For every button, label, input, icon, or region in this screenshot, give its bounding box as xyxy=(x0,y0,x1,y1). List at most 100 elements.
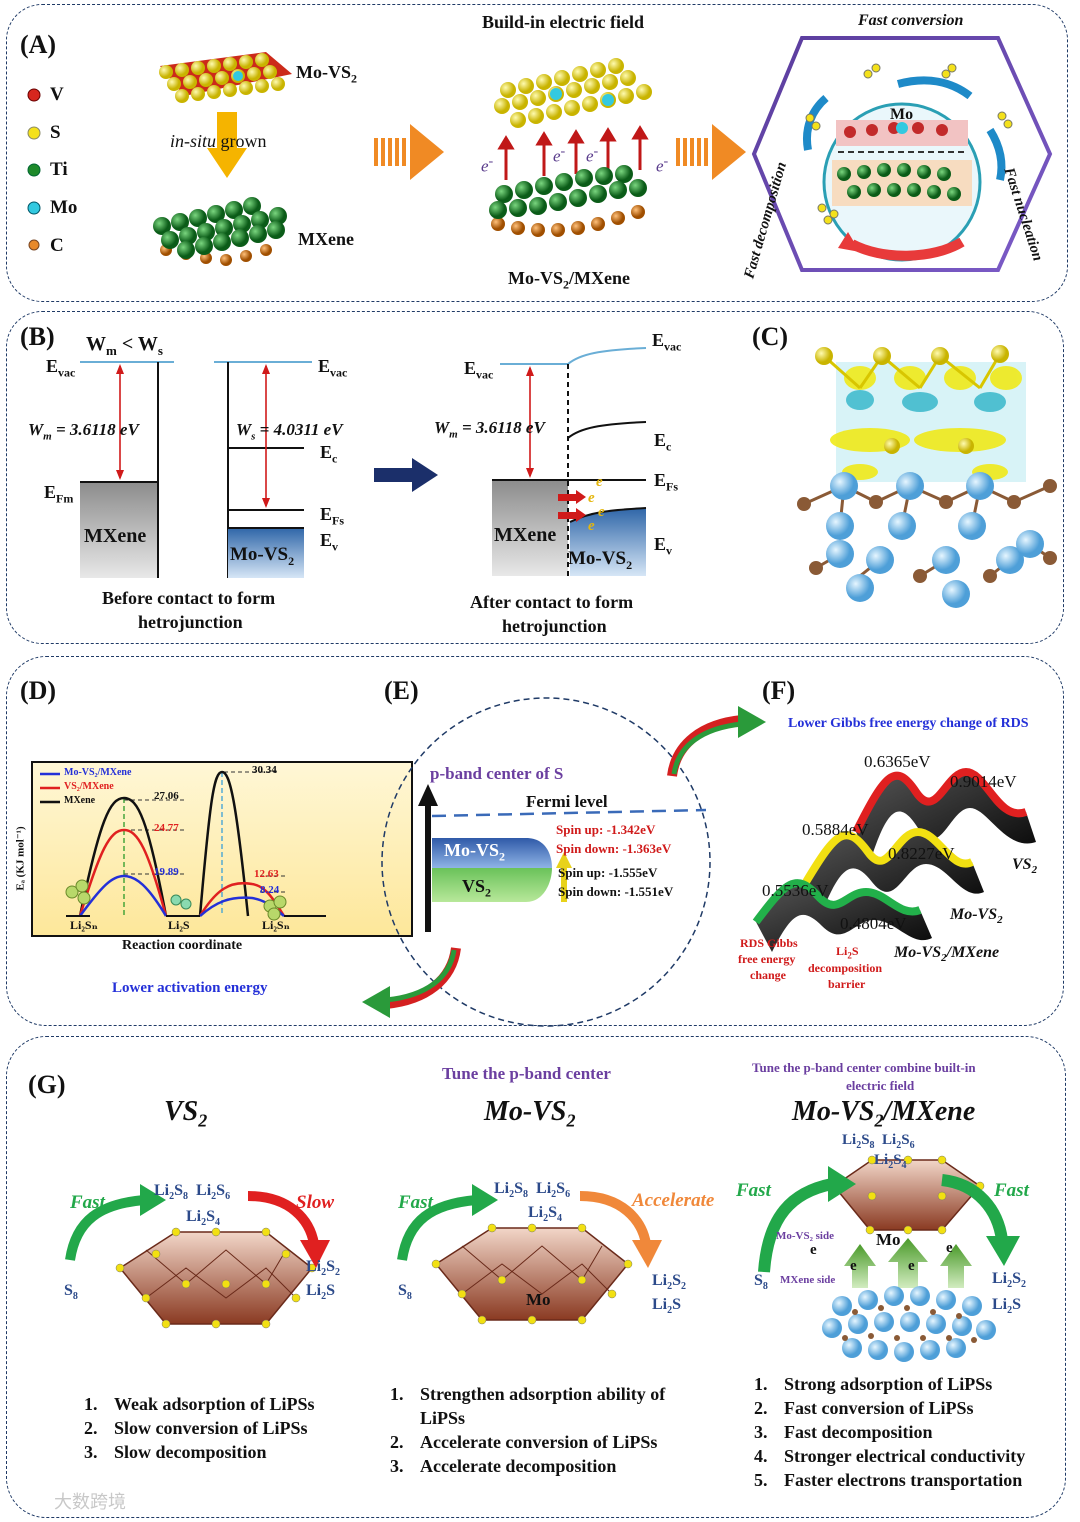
g-arrows-movs2 xyxy=(397,1184,662,1268)
list-item: 3.Slow decomposition xyxy=(84,1442,267,1462)
g-arrows-hetero xyxy=(758,1166,1020,1273)
ws-value: Ws = 4.0311 eV xyxy=(236,420,343,443)
d-tick-1: Li₂Sₙ xyxy=(70,918,98,932)
watermark: 大数跨境 xyxy=(54,1492,126,1513)
f-title: Lower Gibbs free energy change of RDS xyxy=(788,716,1029,731)
f-vs2-label: VS2 xyxy=(1012,856,1038,877)
electron-transfer-4: e xyxy=(588,518,595,534)
charge-density-illustration xyxy=(797,345,1057,608)
efs-label-2: EFs xyxy=(654,470,679,494)
curved-arrow-to-f xyxy=(667,706,766,777)
g-accelerate: Accelerate xyxy=(632,1190,715,1211)
g-electron-2: e xyxy=(850,1258,857,1274)
g-li2s4-3: Li2S4 xyxy=(874,1152,907,1171)
f-rds-label-1: RDS Gibbs xyxy=(740,936,798,950)
heterostructure-illustration xyxy=(489,58,652,237)
e-title: p-band center of S xyxy=(430,764,564,783)
d-value-4: 30.34 xyxy=(252,764,277,776)
g-li2s2-3: Li2S2 xyxy=(992,1270,1027,1291)
panel-a xyxy=(6,4,1068,302)
electron-transfer-1: e xyxy=(596,474,603,490)
list-item: 2.Fast conversion of LiPSs xyxy=(754,1398,974,1418)
gibbs-energy-ribbons xyxy=(752,767,1036,952)
mxene-block-label-1: MXene xyxy=(84,525,147,547)
electron-label-2: e- xyxy=(553,143,566,166)
pband-circle xyxy=(381,697,711,1027)
g-li2s-2: Li2S xyxy=(652,1296,682,1317)
ev-label-2: Ev xyxy=(654,534,673,558)
process-arrow-2 xyxy=(676,124,746,180)
d-value-5: 12.63 xyxy=(254,868,279,880)
f-li2s-label-3: barrier xyxy=(828,977,866,991)
g-fast-2: Fast xyxy=(398,1192,433,1213)
panel-e-label: (E) xyxy=(384,676,419,705)
f-movs2-label: Mo-VS2 xyxy=(950,906,1003,927)
g-mo-label-3: Mo xyxy=(876,1230,901,1249)
g-lips-2: Li2S8 Li2S6 xyxy=(494,1180,571,1201)
g-electron-4: e xyxy=(946,1240,953,1256)
evac-label-1: Evac xyxy=(46,356,76,380)
electron-label-4: e- xyxy=(656,153,669,176)
d-tick-3: Li₂Sₙ xyxy=(262,918,290,932)
g-list-vs2: 1.Weak adsorption of LiPSs 2.Slow conver… xyxy=(84,1392,315,1464)
f-value-1: 0.6365eV xyxy=(864,752,931,771)
list-item: 1.Weak adsorption of LiPSs xyxy=(84,1394,315,1414)
panel-f-label: (F) xyxy=(762,676,796,705)
before-caption-1: Before contact to form xyxy=(102,588,276,608)
list-item: 1.Strengthen adsorption ability of xyxy=(390,1384,666,1404)
d-x-axis-label: Reaction coordinate xyxy=(122,938,243,953)
curved-arrow-to-d xyxy=(362,947,461,1018)
movs2-crystal xyxy=(431,1223,633,1325)
wm-value-2: Wm = 3.6118 eV xyxy=(434,418,545,441)
electron-transfer-2: e xyxy=(588,490,595,506)
e-spin-up-vs2: Spin up: -1.555eV xyxy=(558,865,658,880)
e-spin-down-movs2: Spin down: -1.363eV xyxy=(556,841,672,856)
d-caption: Lower activation energy xyxy=(112,980,268,996)
fast-conversion-label: Fast conversion xyxy=(858,12,964,29)
g-li2s4-2: Li2S4 xyxy=(528,1204,563,1225)
mxene-block-label-2: MXene xyxy=(494,524,557,546)
movs2-slab-illustration xyxy=(159,52,292,103)
e-movs2-label: Mo-VS2 xyxy=(444,840,505,864)
before-caption-2: hetrojunction xyxy=(138,612,243,632)
panel-b-label: (B) xyxy=(20,322,55,351)
f-value-6: 0.4804eV xyxy=(840,914,907,933)
list-item: 2.Slow conversion of LiPSs xyxy=(84,1418,308,1438)
ec-label-2: Ec xyxy=(654,430,672,454)
g-s8-1: S8 xyxy=(64,1282,78,1303)
g-li2s2-2: Li2S2 xyxy=(652,1272,687,1293)
panel-c-label: (C) xyxy=(752,322,789,351)
movs2-block-label-2: Mo-VS2 xyxy=(568,548,633,572)
activation-energy-chart xyxy=(31,761,413,937)
d-legend-hetero: Mo-VS₂/MXene xyxy=(64,767,132,778)
after-caption-2: hetrojunction xyxy=(502,616,607,636)
efs-label-1: EFs xyxy=(320,504,345,528)
wm-value-1: Wm = 3.6118 eV xyxy=(28,420,139,443)
heterostructure-label: Mo-VS2/MXene xyxy=(508,268,630,292)
e-fermi-level: Fermi level xyxy=(526,792,608,811)
list-item: 3.Fast decomposition xyxy=(754,1422,933,1442)
g-li2s-1: Li2S xyxy=(306,1282,336,1303)
legend-s: S xyxy=(50,122,61,143)
f-value-2: 0.9014eV xyxy=(950,772,1017,791)
efm-label: EFm xyxy=(44,482,74,506)
legend-dots xyxy=(27,88,41,251)
g-list-hetero: 1.Strong adsorption of LiPSs 2.Fast conv… xyxy=(754,1372,1025,1492)
build-in-field-title: Build-in electric field xyxy=(482,12,644,32)
f-value-5: 0.5536eV xyxy=(762,881,829,900)
g-slow: Slow xyxy=(296,1192,335,1213)
e-vs2-label: VS2 xyxy=(462,876,492,900)
f-rds-label-2: free energy xyxy=(738,952,796,966)
f-rds-label-3: change xyxy=(750,968,786,982)
process-arrow-1 xyxy=(374,124,444,180)
vs2-crystal xyxy=(115,1227,317,1329)
f-hetero-label: Mo-VS2/MXene xyxy=(894,944,1000,965)
panel-a-label: (A) xyxy=(20,30,57,59)
mxene-label: MXene xyxy=(298,229,354,249)
f-li2s-label-2: decomposition xyxy=(808,961,883,975)
g-tune-2a: Tune the p-band center combine built-in xyxy=(752,1060,976,1075)
legend-c: C xyxy=(50,235,64,256)
legend-mo: Mo xyxy=(50,197,78,218)
ec-label-1: Ec xyxy=(320,442,338,466)
f-li2s-label-1: Li2S xyxy=(836,944,859,961)
